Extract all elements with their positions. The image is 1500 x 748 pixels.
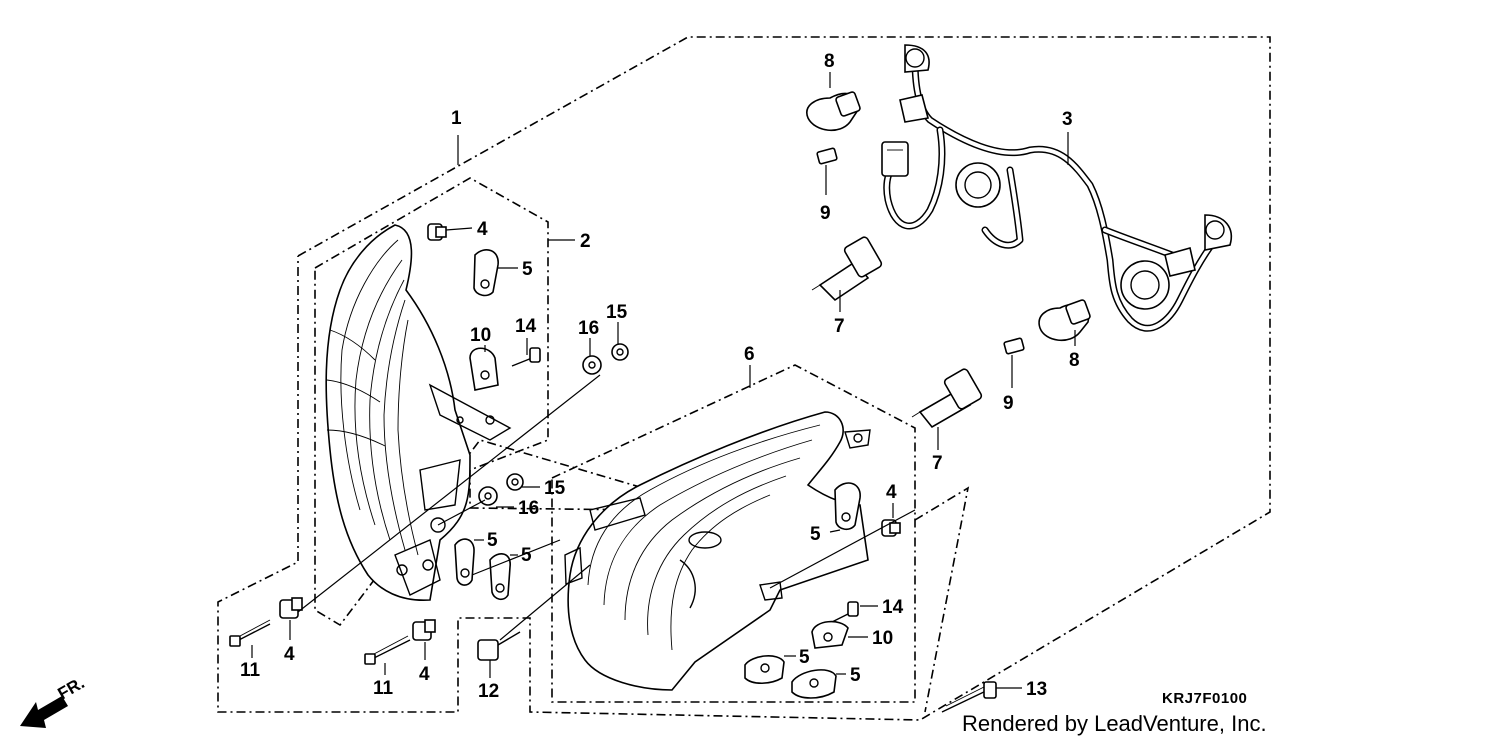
callout-8-upper: 8	[824, 51, 835, 72]
bulb-7-lower	[911, 368, 983, 429]
callout-7-upper: 7	[834, 316, 845, 337]
callout-14-top: 14	[515, 316, 537, 337]
callout-15-top: 15	[606, 302, 628, 323]
callout-6: 6	[744, 344, 755, 365]
callout-4-left: 4	[284, 644, 295, 665]
callout-12: 12	[478, 681, 499, 702]
nut-4-left	[279, 597, 303, 619]
clip-5-right-lower-a	[744, 655, 785, 685]
bolt-4-top	[427, 223, 447, 241]
nut-4-mid	[412, 619, 436, 641]
right-headlight-lens	[564, 411, 871, 691]
callout-4-mid: 4	[419, 664, 430, 685]
callout-7-lower: 7	[932, 453, 943, 474]
callout-13: 13	[1026, 679, 1047, 700]
callout-5-top: 5	[522, 259, 533, 280]
clamp-10-top	[469, 347, 499, 391]
callout-8-lower: 8	[1069, 350, 1080, 371]
bolt-11-left	[229, 619, 271, 647]
callout-5-right-lower-b: 5	[850, 665, 861, 686]
left-headlight-lens	[325, 224, 512, 601]
leader-lines	[251, 72, 1076, 689]
callout-16-mid: 16	[518, 498, 539, 519]
bolt-4-right	[881, 519, 901, 537]
callouts: 1 2 3 4 4 4 4 5 5 5 5 5 5 6 7 7 8 8 9 9 …	[240, 51, 1080, 702]
callout-15-mid: 15	[544, 478, 566, 499]
forward-direction-indicator: FR.	[20, 673, 88, 728]
clip-5-right-upper	[834, 482, 861, 531]
screw-14-top	[511, 347, 541, 367]
callout-11-mid: 11	[373, 678, 394, 699]
bulb-7-upper	[811, 236, 883, 302]
callout-5-mid-a: 5	[487, 530, 498, 551]
callout-5-right-lower-a: 5	[799, 647, 810, 668]
bulb-9-lower	[1003, 337, 1025, 355]
callout-2: 2	[580, 231, 591, 252]
callout-16-top: 16	[578, 318, 599, 339]
assembly-outline-6	[551, 364, 916, 703]
bulb-8-upper	[806, 91, 861, 131]
callout-9-lower: 9	[1003, 393, 1014, 414]
clip-5-top	[473, 249, 499, 297]
bulb-9-upper	[816, 147, 838, 165]
render-credit: Rendered by LeadVenture, Inc.	[962, 711, 1267, 736]
callout-5-mid-b: 5	[521, 545, 532, 566]
callout-10-top: 10	[470, 325, 491, 346]
callout-14-right: 14	[882, 597, 904, 618]
assembly-outline-1	[217, 36, 1271, 721]
assembly-outline-2	[314, 177, 651, 627]
clip-5-mid-a	[454, 538, 475, 586]
callout-4-right: 4	[886, 482, 897, 503]
wire-harness	[881, 44, 1232, 332]
callout-11-left: 11	[240, 660, 261, 681]
callout-4-top: 4	[477, 219, 488, 240]
washer-16-top	[582, 355, 602, 375]
screw-14-right	[831, 601, 859, 623]
bolt-11-mid	[364, 635, 411, 665]
nut-15-top	[611, 343, 629, 361]
callout-9-upper: 9	[820, 203, 831, 224]
forward-arrow-icon	[20, 696, 68, 728]
callout-3: 3	[1062, 109, 1073, 130]
callout-10-right: 10	[872, 628, 893, 649]
callout-5-right-upper: 5	[810, 524, 821, 545]
clamp-10-right	[811, 620, 849, 649]
bulb-8-lower	[1038, 299, 1091, 341]
clip-5-right-lower-b	[791, 669, 837, 699]
nut-15-mid	[506, 473, 524, 491]
assembly-outline-13	[914, 486, 970, 713]
bolt-12	[477, 631, 521, 661]
callout-1: 1	[451, 108, 462, 129]
bolt-13	[941, 681, 997, 713]
diagram-code: KRJ7F0100	[1162, 690, 1247, 707]
